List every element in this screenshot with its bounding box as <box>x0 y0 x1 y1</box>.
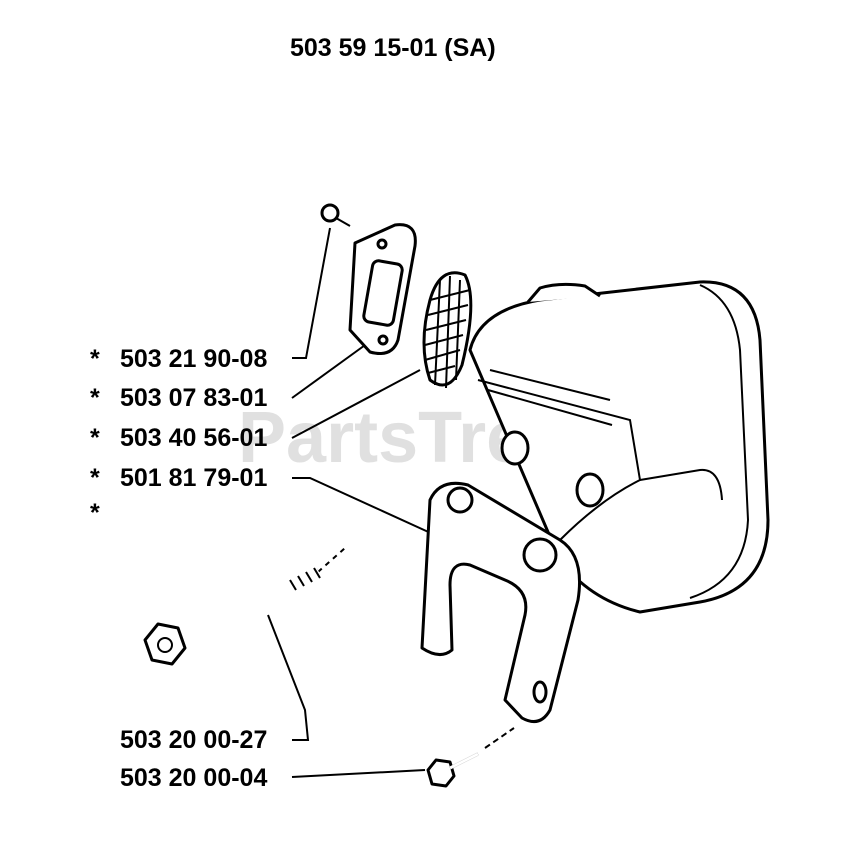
marker-3: * <box>90 424 100 452</box>
leader-lines <box>267 227 515 778</box>
marker-1: * <box>90 345 100 373</box>
leader-5 <box>267 614 310 741</box>
marker-2: * <box>90 384 100 412</box>
bracket-icon <box>420 481 582 724</box>
leader-1 <box>292 227 331 359</box>
callout-label-5: 503 20 00-27 <box>120 726 267 754</box>
callout-label-6: 503 20 00-04 <box>120 764 267 792</box>
callout-label-1: 503 21 90-08 <box>120 345 267 373</box>
gasket-icon <box>348 223 417 355</box>
leader-dash-screw <box>484 727 515 749</box>
marker-5: * <box>90 499 100 527</box>
leader-3 <box>291 369 421 439</box>
small-screw-icon <box>320 203 351 227</box>
callout-label-4: 501 81 79-01 <box>120 464 267 492</box>
leader-4 <box>292 477 436 536</box>
small-bolt-icon <box>426 752 479 788</box>
callout-label-3: 503 40 56-01 <box>120 424 267 452</box>
marker-4: * <box>90 464 100 492</box>
bolt-icon <box>143 566 321 666</box>
callout-label-2: 503 07 83-01 <box>120 384 267 412</box>
leader-6 <box>291 769 426 778</box>
leader-2 <box>291 339 373 399</box>
leader-dash-bolt <box>317 547 346 573</box>
muffler-icon <box>468 280 770 614</box>
spark-screen-icon <box>422 271 473 389</box>
diagram-title: 503 59 15-01 (SA) <box>290 34 496 62</box>
